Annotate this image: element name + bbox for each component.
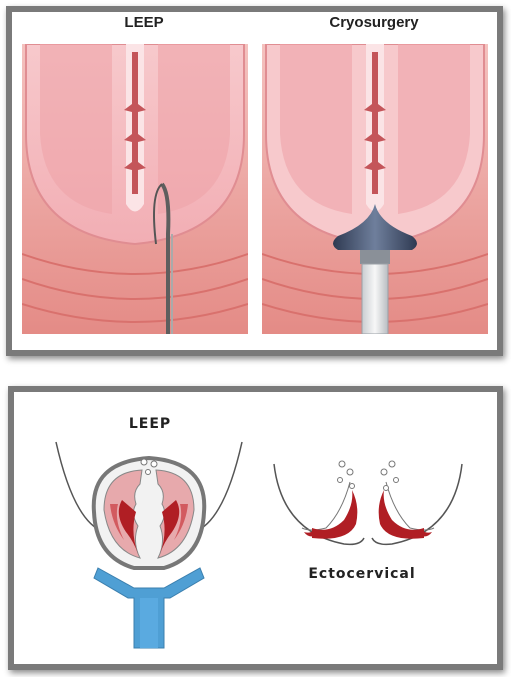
ectocervical-label: Ectocervical [282, 566, 442, 582]
cryosurgery-illustration [262, 44, 488, 334]
ectocervical-schematic [274, 461, 462, 544]
leep-schematic-label: LEEP [100, 416, 200, 432]
leep-illustration [22, 44, 248, 334]
cryosurgery-panel-title: Cryosurgery [304, 14, 444, 31]
leep-schematic [56, 442, 242, 648]
leep-panel-title: LEEP [94, 14, 194, 31]
schematic-diagram [14, 392, 498, 664]
